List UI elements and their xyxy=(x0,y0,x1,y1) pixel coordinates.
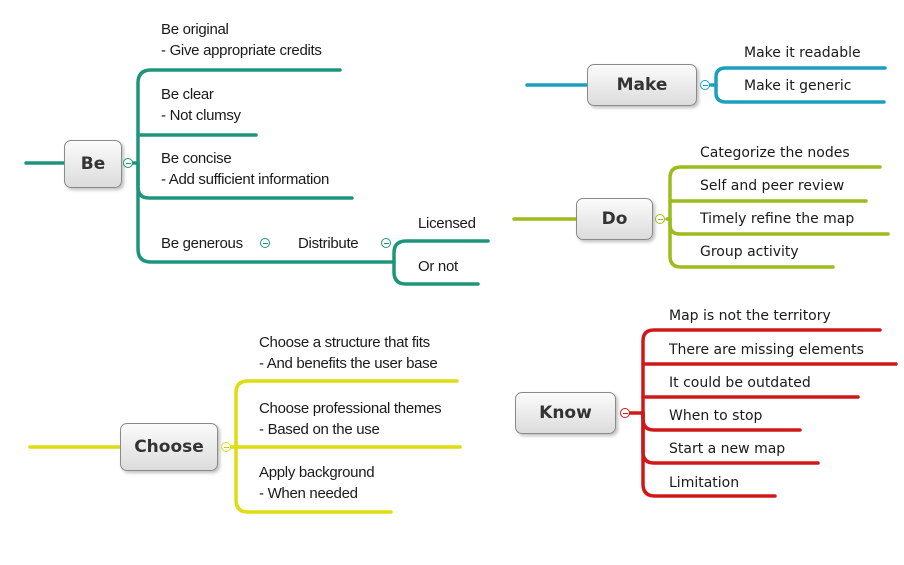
make-generic-label: Make it generic xyxy=(744,78,852,94)
choose-themes-label: Choose professional themes- Based on the… xyxy=(259,400,442,438)
choose-node[interactable]: Choose xyxy=(120,423,218,471)
do-node[interactable]: Do xyxy=(576,198,653,240)
do-item-refine: Timely refine the map xyxy=(700,211,855,227)
choose-structure-label: Choose a structure that fits- And benefi… xyxy=(259,334,438,372)
make-connectors xyxy=(525,66,887,104)
do-item-group: Group activity xyxy=(700,244,799,260)
make-node[interactable]: Make xyxy=(587,64,697,106)
choose-collapse-toggle[interactable] xyxy=(221,442,231,452)
distribute-collapse-toggle[interactable] xyxy=(381,238,391,248)
do-collapse-toggle[interactable] xyxy=(655,214,665,224)
know-item-stop: When to stop xyxy=(669,408,763,424)
know-collapse-toggle[interactable] xyxy=(620,408,630,418)
be-generous-label: Be generous xyxy=(161,235,243,252)
know-item-missing: There are missing elements xyxy=(669,342,864,358)
do-connectors xyxy=(512,165,890,269)
make-node-label: Make xyxy=(616,75,668,95)
know-node-label: Know xyxy=(539,403,592,423)
do-node-label: Do xyxy=(601,209,628,229)
be-node[interactable]: Be xyxy=(64,140,122,188)
do-item-review: Self and peer review xyxy=(700,178,845,194)
know-item-new-map: Start a new map xyxy=(669,441,786,457)
be-original-label: Be original- Give appropriate credits xyxy=(161,21,322,59)
make-readable-label: Make it readable xyxy=(744,45,861,61)
be-node-label: Be xyxy=(80,154,106,174)
know-connectors xyxy=(628,328,898,498)
be-connectors xyxy=(24,68,490,286)
be-clear-label: Be clear- Not clumsy xyxy=(161,86,241,124)
make-collapse-toggle[interactable] xyxy=(700,80,710,90)
choose-background-label: Apply background- When needed xyxy=(259,464,375,502)
or-not-label: Or not xyxy=(418,258,458,275)
know-node[interactable]: Know xyxy=(515,392,616,434)
know-item-outdated: It could be outdated xyxy=(669,375,811,391)
be-concise-label: Be concise- Add sufficient information xyxy=(161,150,330,188)
distribute-label: Distribute xyxy=(298,235,359,252)
choose-connectors xyxy=(28,379,462,514)
do-item-categorize: Categorize the nodes xyxy=(700,145,850,161)
be-generous-collapse-toggle[interactable] xyxy=(260,238,270,248)
licensed-label: Licensed xyxy=(418,215,476,232)
choose-node-label: Choose xyxy=(134,437,204,457)
be-collapse-toggle[interactable] xyxy=(123,158,133,168)
know-item-territory: Map is not the territory xyxy=(669,308,831,324)
know-item-limitation: Limitation xyxy=(669,475,740,491)
